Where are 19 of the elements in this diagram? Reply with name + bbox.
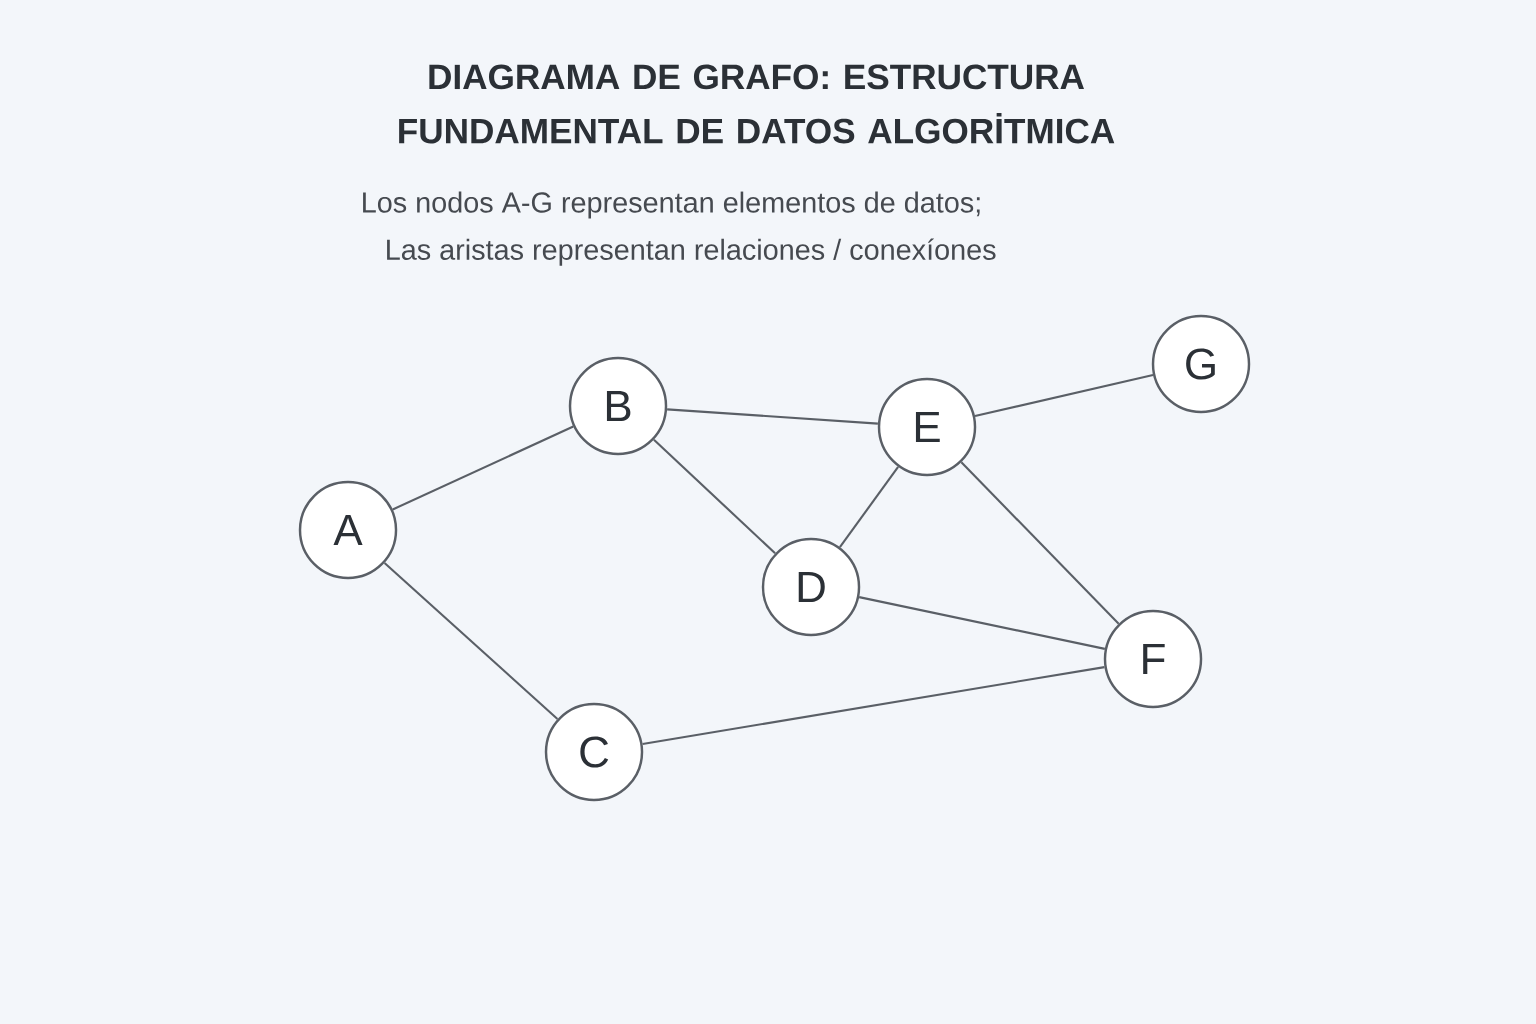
edge-line <box>383 562 559 720</box>
edge-line <box>642 666 1105 745</box>
graph-node: A <box>298 480 398 580</box>
edge-line <box>839 466 899 548</box>
edge-line <box>392 425 574 511</box>
edge-line <box>974 374 1154 417</box>
subtitle: Los nodos A-G representan elementos de datos; <box>363 191 980 219</box>
graph-node: E <box>877 377 977 477</box>
edge-line <box>858 596 1106 650</box>
subtitle: Las aristas representan relaciones / conexíones <box>387 238 996 266</box>
edge-line <box>960 461 1120 625</box>
edge-line <box>653 438 776 555</box>
graph-node: C <box>544 702 644 802</box>
graph-node: F <box>1103 609 1203 709</box>
edge-line <box>667 408 878 425</box>
graph-node: B <box>568 356 668 456</box>
title: DIAGRAMA DE GRAFO: ESTRUCTURA FUNDAMENTAL DE DATOS ALGORİTMICA <box>399 64 1115 144</box>
graph-node: G <box>1151 314 1251 414</box>
graph-node: D <box>761 537 861 637</box>
